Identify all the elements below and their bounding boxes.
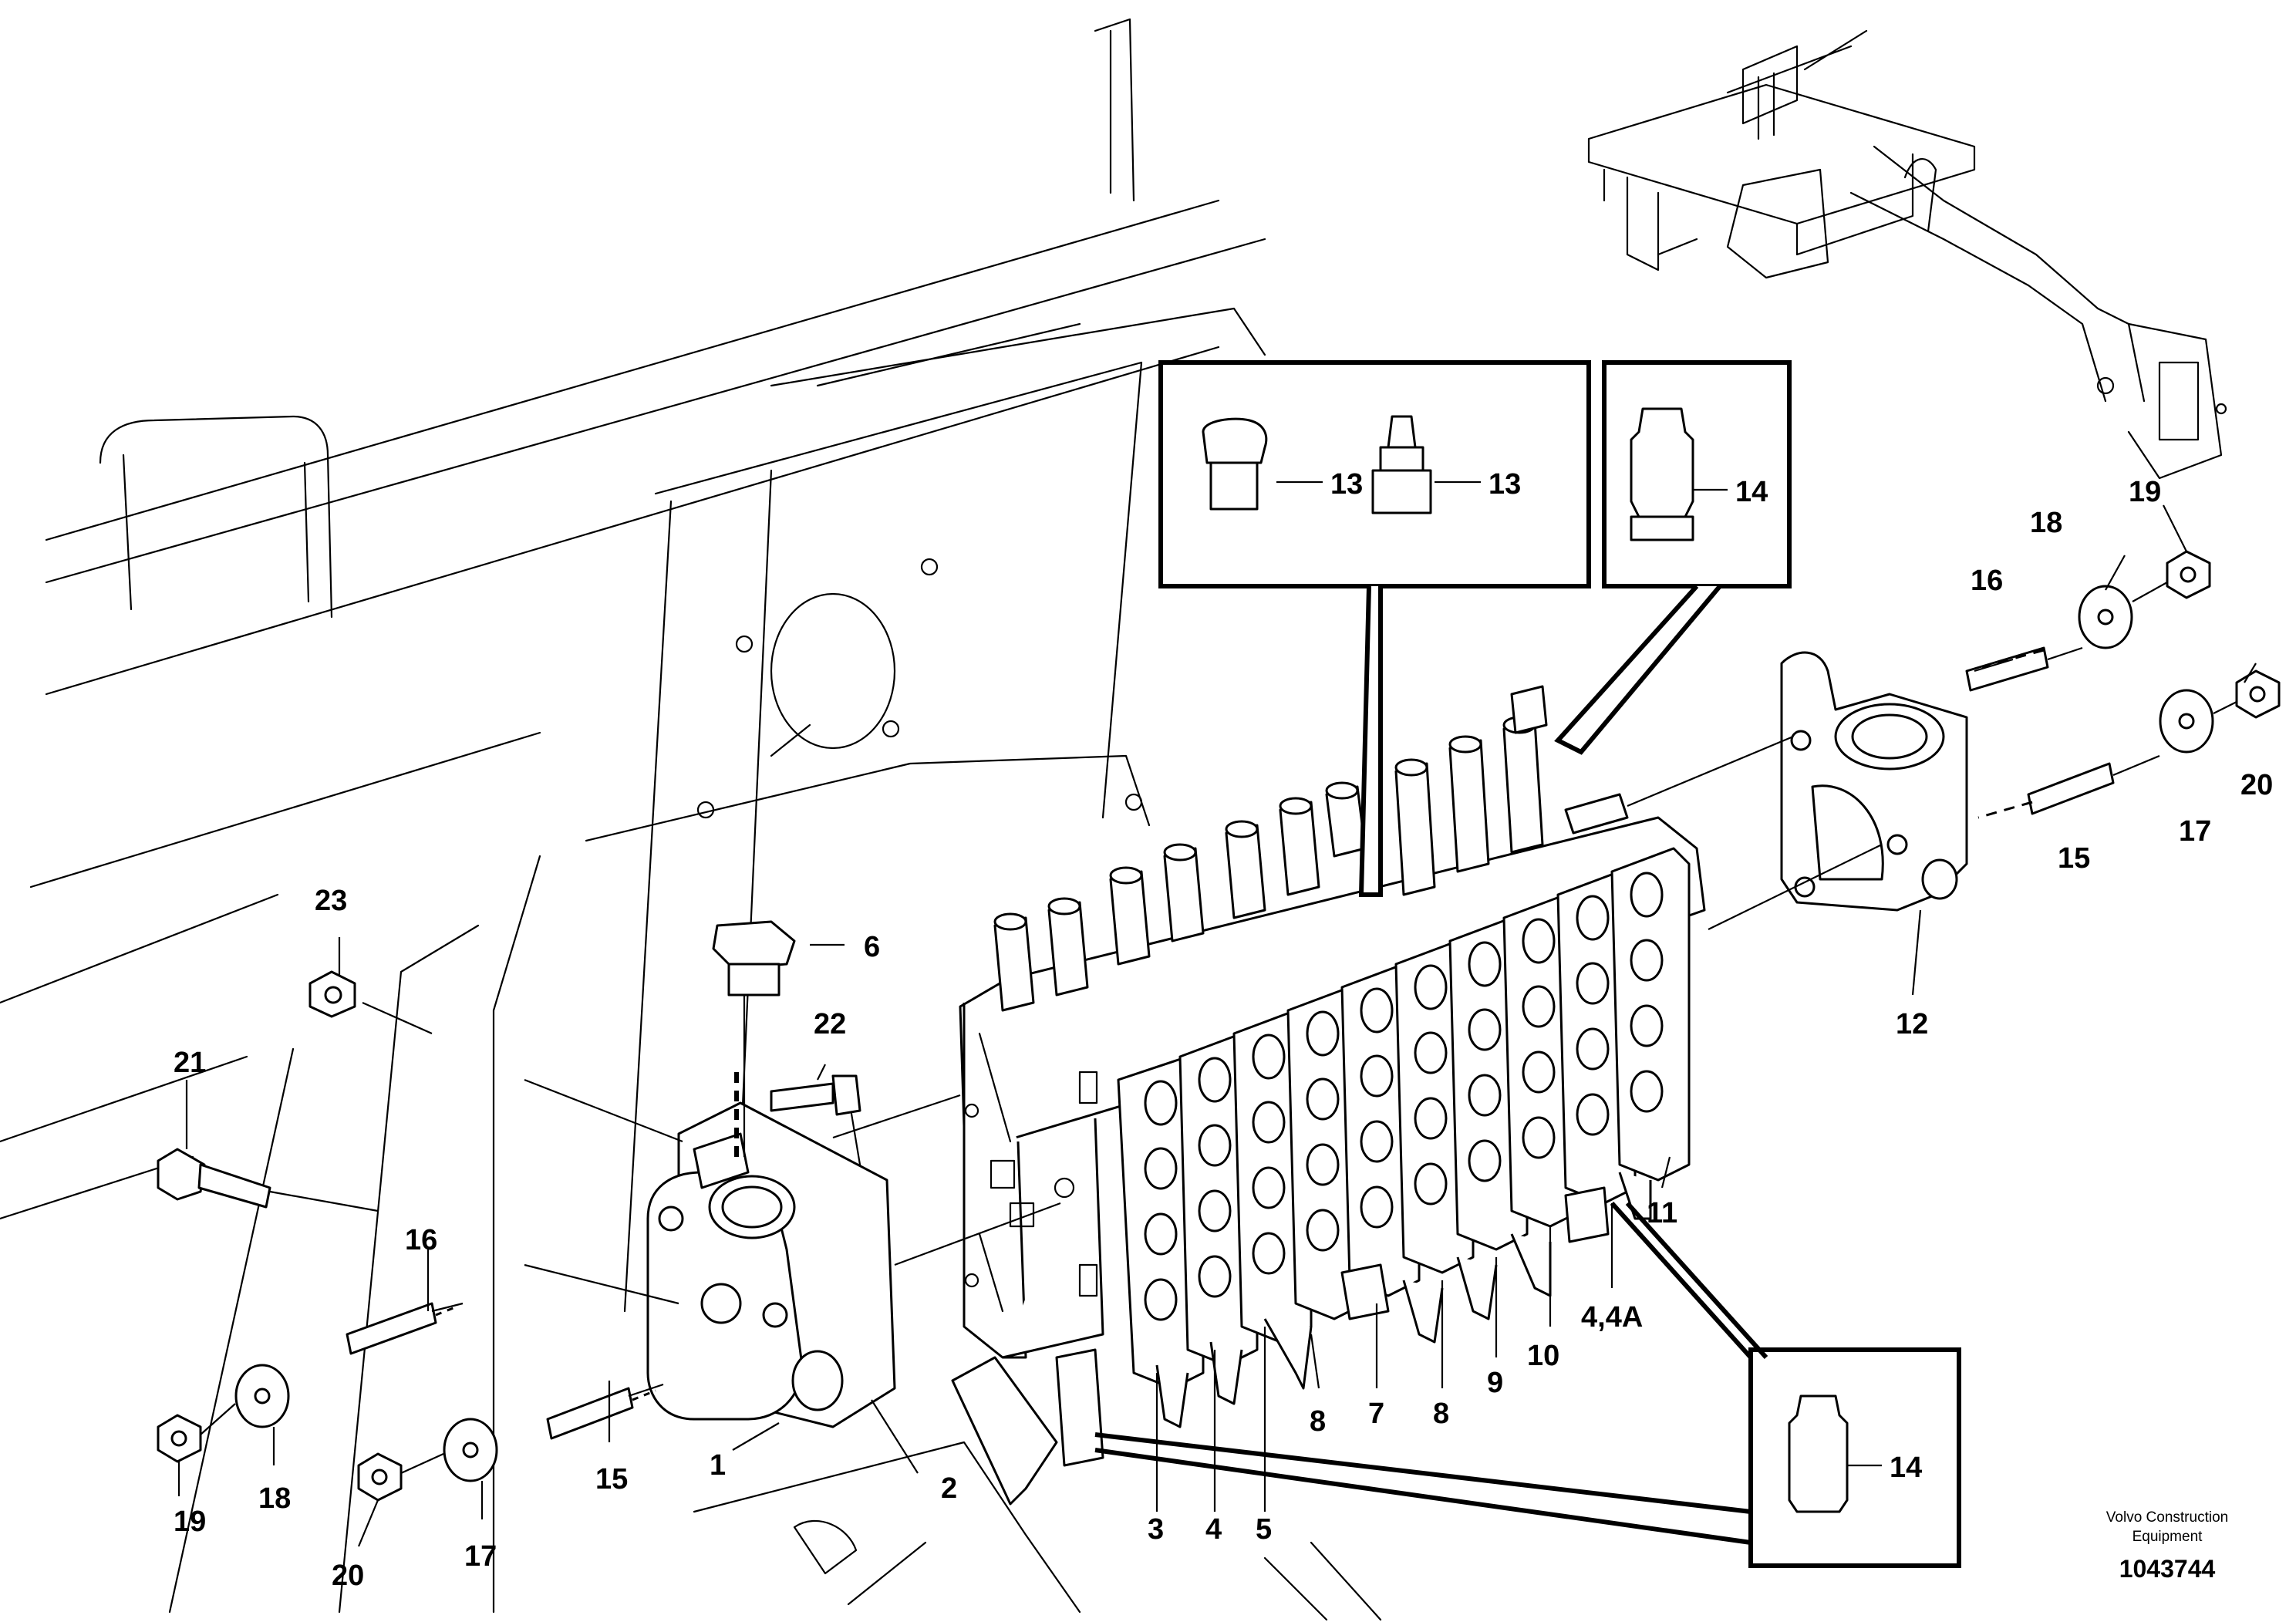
- callout-20-left: 20: [332, 1560, 364, 1592]
- callout-16-left: 16: [405, 1224, 437, 1256]
- callout-1: 1: [710, 1449, 726, 1482]
- callout-6: 6: [864, 931, 880, 963]
- nut-23: [308, 970, 356, 1018]
- callout-3: 3: [1148, 1513, 1164, 1546]
- callout-13-left: 13: [1330, 468, 1363, 501]
- right-fasteners: [1965, 550, 2281, 815]
- callout-20-right: 20: [2240, 769, 2273, 801]
- leader-lines: [177, 481, 2257, 1547]
- callout-9: 9: [1487, 1367, 1503, 1399]
- callout-11: 11: [1647, 1197, 1677, 1229]
- callout-14-bottom: 14: [1890, 1452, 1922, 1484]
- callout-2: 2: [941, 1472, 957, 1505]
- machine-frame: [0, 18, 1382, 1621]
- control-valve-block: [959, 816, 1706, 1359]
- callout-17-left: 17: [464, 1540, 497, 1573]
- callout-18-right: 18: [2030, 507, 2062, 539]
- left-fasteners: [157, 1302, 634, 1502]
- callout-8-left: 8: [1310, 1405, 1326, 1438]
- callout-17-right: 17: [2179, 815, 2211, 848]
- plug-6: [712, 920, 796, 996]
- bolt-21: [157, 1148, 271, 1209]
- callout-14-top: 14: [1735, 476, 1768, 508]
- callout-21: 21: [174, 1047, 206, 1079]
- callout-18-left: 18: [258, 1482, 291, 1515]
- credit-block: Volvo Construction Equipment 1043744: [2106, 1509, 2228, 1583]
- machine-overview-inset: [1587, 29, 2227, 480]
- valve-sections: [1117, 847, 1691, 1390]
- callout-15-left: 15: [595, 1463, 628, 1496]
- callout-16-right: 16: [1971, 565, 2003, 597]
- callout-labels: 6 22 23 21 16 15 18 19 20 17 1 2 3 4 5 8…: [174, 468, 2273, 1592]
- detail-box-13: [1158, 360, 1591, 588]
- callout-5: 5: [1256, 1513, 1272, 1546]
- inlet-cover-assembly: [646, 1101, 896, 1428]
- callout-22: 22: [814, 1008, 846, 1040]
- callout-10: 10: [1527, 1340, 1559, 1372]
- detail-box-14-bottom: [1748, 1347, 1961, 1568]
- bolt-22: [770, 1074, 861, 1116]
- callout-7: 7: [1368, 1398, 1384, 1430]
- callout-4: 4: [1205, 1513, 1222, 1546]
- callout-13-right: 13: [1489, 468, 1521, 501]
- callout-19-right: 19: [2129, 476, 2161, 508]
- callout-8-right: 8: [1433, 1398, 1449, 1430]
- end-cover-12: [1780, 651, 1968, 912]
- detail-pointers: [1094, 584, 1768, 1545]
- credit-line-1: Volvo Construction: [2106, 1509, 2228, 1526]
- callout-23: 23: [315, 885, 347, 917]
- callout-15-right: 15: [2058, 842, 2090, 875]
- callout-4-4a: 4,4A: [1581, 1301, 1643, 1334]
- detail-box-14-top: [1602, 360, 1792, 588]
- document-number: 1043744: [2119, 1555, 2216, 1583]
- credit-line-2: Equipment: [2132, 1529, 2203, 1545]
- callout-19-left: 19: [174, 1506, 206, 1538]
- lower-fittings: [951, 1172, 1652, 1506]
- callout-12: 12: [1896, 1008, 1928, 1040]
- valve-caps: [993, 685, 1629, 1012]
